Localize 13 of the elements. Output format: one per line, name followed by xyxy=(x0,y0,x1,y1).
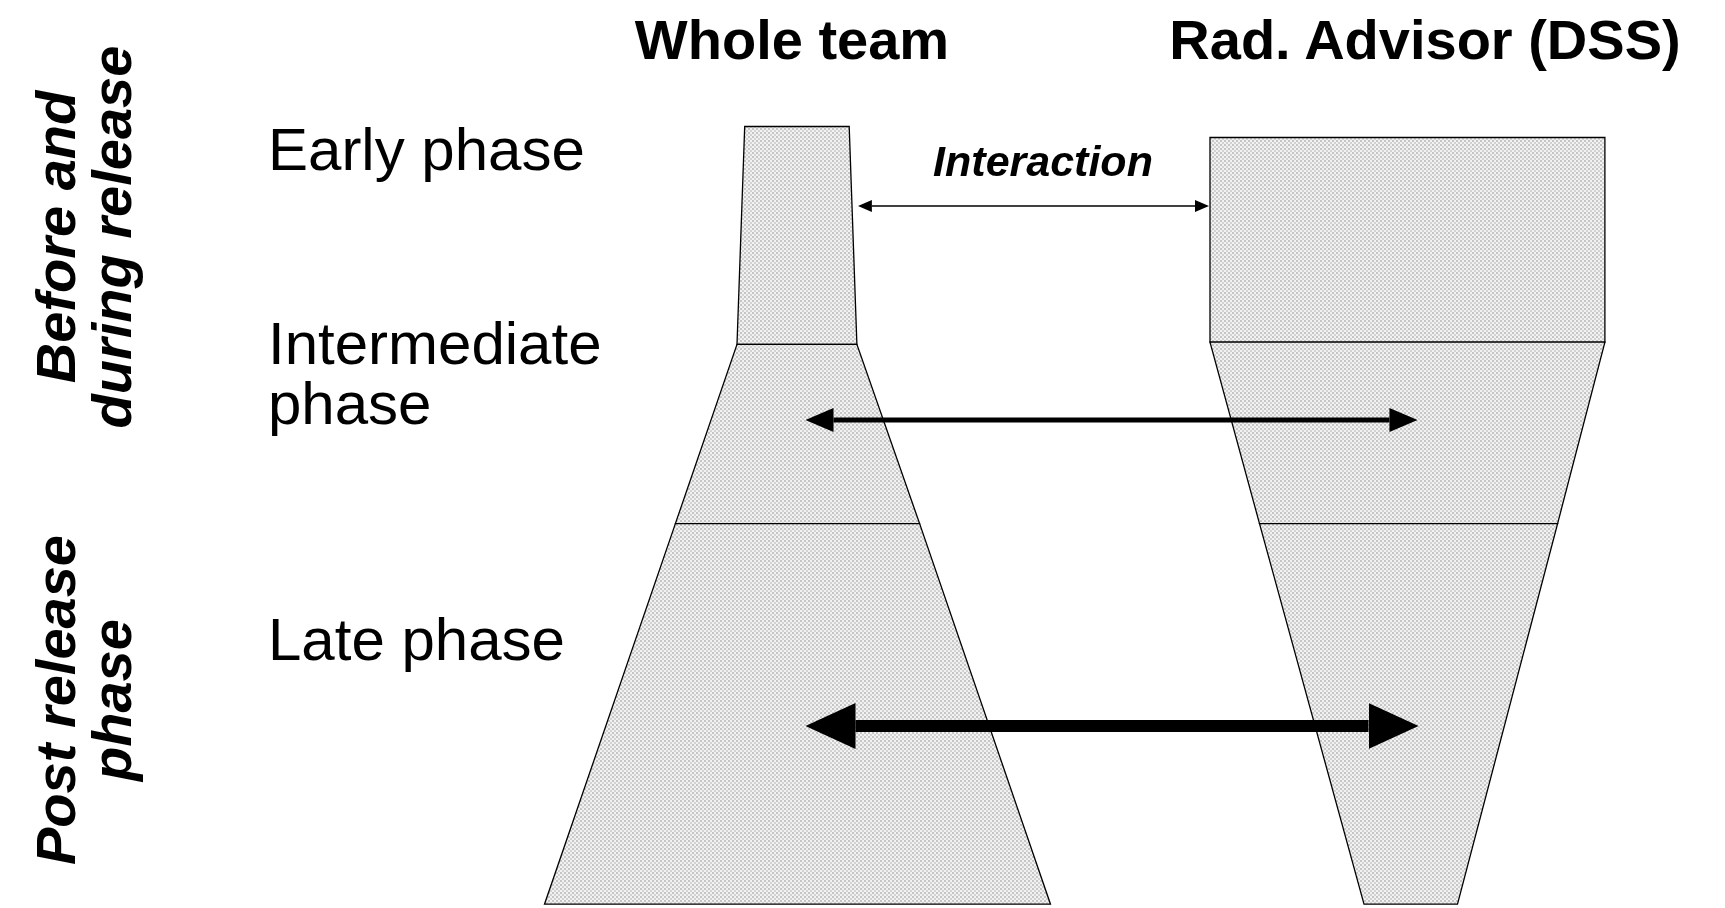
double-arrow xyxy=(805,408,1418,432)
phase-label: Early phase xyxy=(268,120,586,180)
trapezoid-segment xyxy=(1258,522,1559,905)
edge-label: Interaction xyxy=(932,140,1154,183)
trapezoid-segment xyxy=(674,343,921,525)
trapezoid-segment xyxy=(736,125,858,345)
phase-label: Intermediate phase xyxy=(268,314,603,434)
trapezoid-segment xyxy=(1209,136,1606,343)
column-heading: Whole team xyxy=(633,12,951,68)
double-arrow xyxy=(805,703,1419,749)
phase-label: Late phase xyxy=(268,610,566,670)
trapezoid-segment xyxy=(1209,341,1606,525)
double-arrow xyxy=(857,200,1209,212)
